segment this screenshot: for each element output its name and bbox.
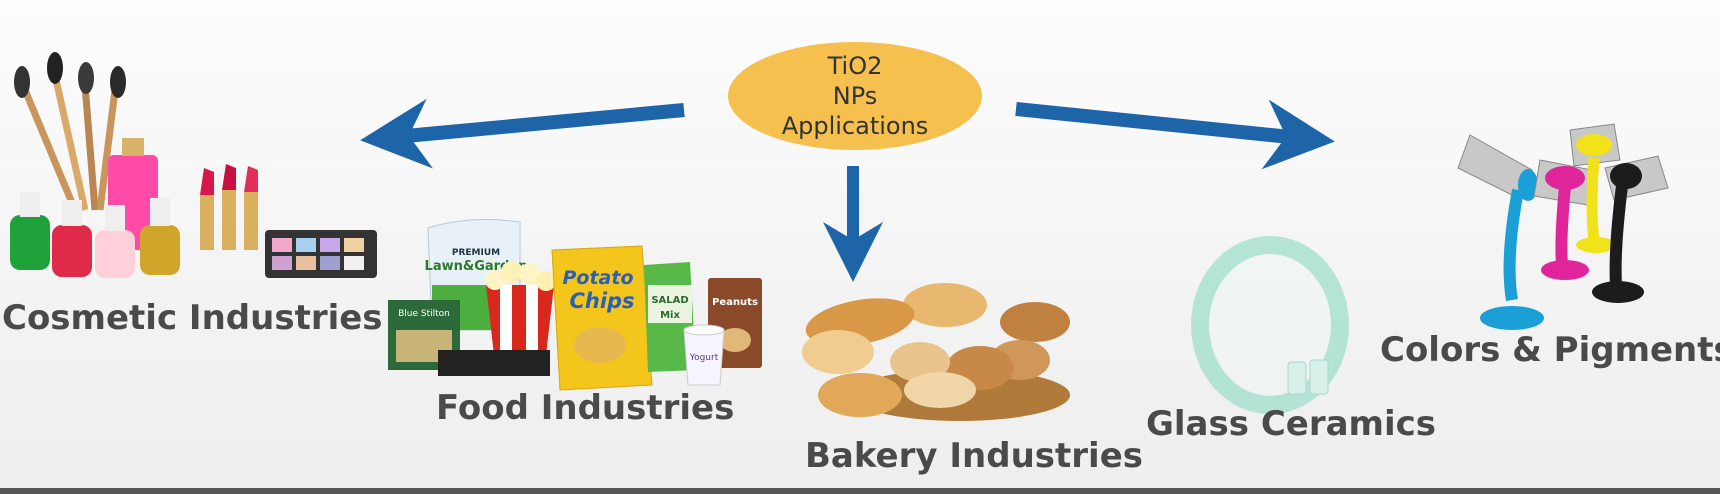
- hub-line-2: NPs: [832, 82, 878, 110]
- nail-polish-icon: [10, 192, 180, 278]
- cosmetics-illustration: [10, 52, 377, 278]
- label-bakery-industries: Bakery Industries: [805, 436, 1143, 476]
- glass-vial-icon: [1287, 361, 1307, 395]
- makeup-brushes-icon: [14, 52, 126, 212]
- label-colors-pigments: Colors & Pigments: [1380, 330, 1720, 370]
- bakery-illustration: [802, 283, 1070, 421]
- bottom-bar: [0, 488, 1720, 494]
- yogurt-cup-icon: Yogurt: [683, 324, 725, 386]
- yellow-paint-can-icon: [1569, 123, 1621, 253]
- peanuts-text: Peanuts: [712, 297, 758, 308]
- lipstick-icon: [200, 164, 258, 250]
- food-illustration: PREMIUM Lawn&Garden Potato Chips SALAD M…: [388, 219, 762, 391]
- popcorn-box-icon: [485, 261, 556, 355]
- hub-line-3: Applications: [781, 112, 929, 140]
- salad-mix-text: Mix: [660, 310, 680, 321]
- bag-text-premium: PREMIUM: [452, 248, 500, 258]
- cheese-text: Blue Stilton: [398, 309, 450, 319]
- potato-chips-bag-icon: Potato Chips: [551, 245, 653, 391]
- label-food-industries: Food Industries: [436, 388, 735, 428]
- label-cosmetic-industries: Cosmetic Industries: [2, 298, 383, 338]
- cyan-paint-can-icon: [1457, 134, 1544, 330]
- glass-ceramics-illustration: [1191, 236, 1349, 414]
- chips-text-potato: Potato: [562, 267, 633, 289]
- salad-mix-bag-icon: SALAD Mix: [644, 262, 696, 372]
- arrow-to-cosmetic: [360, 98, 685, 169]
- black-box-icon: [438, 350, 550, 376]
- magenta-paint-can-icon: [1533, 159, 1593, 280]
- black-paint-can-icon: [1592, 155, 1669, 303]
- chips-text-chips: Chips: [569, 289, 634, 313]
- yogurt-text: Yogurt: [689, 353, 719, 363]
- arrow-to-colors: [1015, 99, 1335, 170]
- glass-disc-icon: [1191, 236, 1349, 414]
- label-glass-ceramics: Glass Ceramics: [1146, 404, 1437, 444]
- colors-illustration: [1457, 123, 1669, 330]
- eyeshadow-palette-icon: [265, 230, 377, 278]
- salad-text: SALAD: [651, 295, 688, 306]
- hub-ellipse: TiO2 NPs Applications: [728, 42, 982, 150]
- hub-line-1: TiO2: [827, 52, 883, 80]
